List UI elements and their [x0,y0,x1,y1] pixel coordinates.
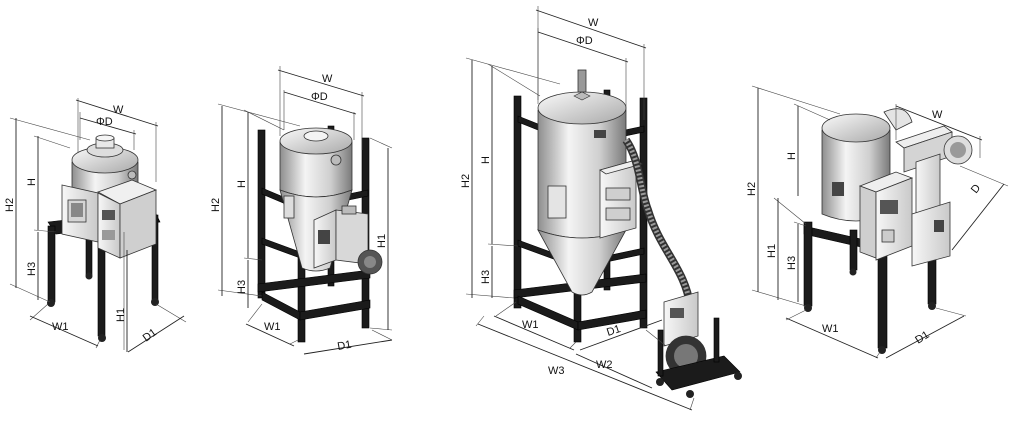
dim-label-h3: H3 [236,280,248,294]
dim-label-d1: D1 [336,339,352,353]
dim-label-h3: H3 [786,256,798,270]
dryer-4-control-box [858,125,973,267]
dim-label-h2: H2 [460,174,472,188]
dim-label-h3: H3 [26,262,38,276]
dryer-3: W ΦD H2 H H3 W1 D1 W3 [460,6,742,411]
dim-label-h: H [480,156,492,164]
dryer-1-control-box [61,179,158,259]
dim-label-w1: W1 [264,321,281,333]
dim-label-h1: H1 [115,308,127,322]
dim-label-h: H [786,152,798,160]
dim-label-d: ΦD [96,116,113,128]
dim-label-h2: H2 [210,198,222,212]
dryer-3-hose [622,137,694,307]
dim-label-d1: D1 [605,323,622,339]
dim-label-d: D [969,182,983,196]
dryer-2-dimensions: W ΦD H2 H H3 W1 H1 D1 [210,66,393,355]
dim-label-h2: H2 [746,182,758,196]
dryer-4: W H2 H H1 H3 D W1 D1 [746,85,1009,359]
dim-label-h3: H3 [480,270,492,284]
dryer-3-loader-unit [655,291,742,398]
dryer-3-hopper [537,69,627,296]
dim-label-h2: H2 [4,198,16,212]
dim-label-w1: W1 [822,323,839,335]
dryer-2-control-box [313,205,383,275]
dim-label-w3: W3 [548,365,565,377]
dryer-2: W ΦD H2 H H3 W1 H1 D1 [210,66,393,355]
dim-label-d1: D1 [913,329,931,347]
dim-label-h1: H1 [376,234,388,248]
dryer-1: W ΦD H2 H H3 W1 H1 D1 [4,98,187,353]
dim-label-w: W [932,109,943,121]
dim-label-w1: W1 [52,321,69,333]
dim-label-w: W [113,104,124,116]
dim-label-h1: H1 [766,244,778,258]
dim-label-w: W [322,73,333,85]
dim-label-d: ΦD [576,35,593,47]
dim-label-w2: W2 [596,359,613,371]
dim-label-w1: W1 [522,319,539,331]
dryer-3-dimensions: W ΦD H2 H H3 W1 D1 W3 [460,6,695,411]
dim-label-w: W [588,17,599,29]
dim-label-d: ΦD [311,91,328,103]
dim-label-h: H [236,180,248,188]
dim-label-h: H [26,178,38,186]
dryer-3-control-box [599,159,643,239]
